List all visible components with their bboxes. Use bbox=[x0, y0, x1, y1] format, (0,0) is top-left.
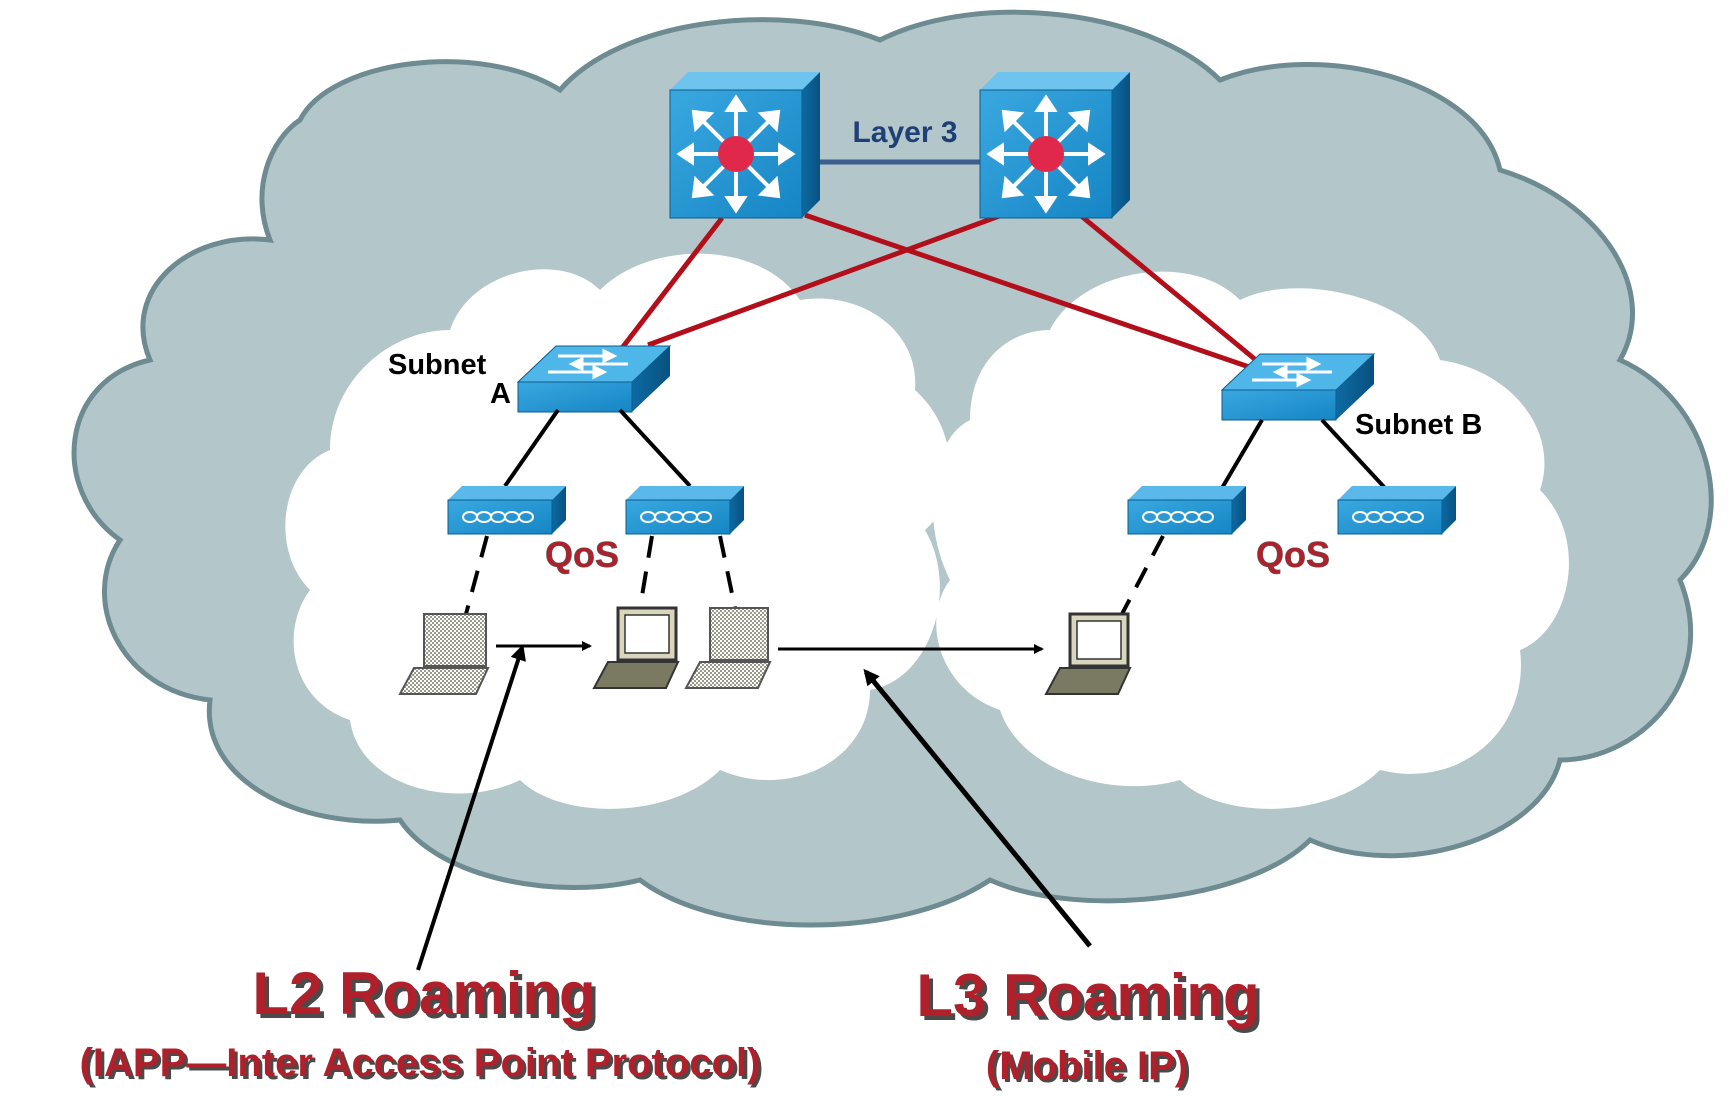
core-router-2[interactable] bbox=[979, 72, 1130, 219]
uplink-core2-subnet-b bbox=[1078, 213, 1270, 372]
uplink-core1-subnet-a bbox=[620, 216, 724, 350]
subnet-a-label-line2: A bbox=[490, 378, 511, 410]
l2-roaming-title: L2 Roaming L2 Roaming bbox=[252, 960, 599, 1031]
laptop-icon[interactable] bbox=[1044, 612, 1132, 695]
l3-roaming-title: L3 Roaming L3 Roaming bbox=[916, 962, 1263, 1033]
access-point-2[interactable] bbox=[625, 486, 744, 535]
svg-text:(IAPP—Inter Access Point Proto: (IAPP—Inter Access Point Protocol) bbox=[80, 1041, 761, 1085]
access-switch-subnet-b[interactable] bbox=[1220, 353, 1376, 421]
wireless-associations bbox=[464, 535, 1165, 615]
access-point-icon bbox=[1352, 511, 1424, 523]
laptop-ghost-start bbox=[398, 613, 490, 695]
access-switch-subnet-a[interactable] bbox=[516, 345, 672, 413]
l3-roaming-subtitle: (Mobile IP) (Mobile IP) bbox=[986, 1044, 1191, 1091]
uplink-core1-subnet-b bbox=[804, 212, 1259, 373]
access-point-4[interactable] bbox=[1337, 486, 1456, 535]
access-point-icon bbox=[462, 511, 534, 523]
svg-text:L3 Roaming: L3 Roaming bbox=[920, 966, 1263, 1033]
svg-text:(Mobile IP): (Mobile IP) bbox=[986, 1044, 1188, 1088]
subnet-b-label: Subnet B bbox=[1355, 409, 1482, 441]
qos-label-subnet-a: QoS bbox=[545, 534, 619, 575]
subnet-a-label-line1: Subnet bbox=[388, 349, 487, 381]
access-point-icon bbox=[1142, 511, 1214, 523]
svg-text:(IAPP—Inter Access Point Proto: (IAPP—Inter Access Point Protocol) bbox=[83, 1044, 764, 1088]
access-point-3[interactable] bbox=[1127, 486, 1246, 535]
access-point-icon bbox=[640, 511, 712, 523]
workgroup-switch-icon bbox=[1252, 356, 1332, 388]
uplink-core2-subnet-a bbox=[647, 212, 1003, 348]
laptop-icon[interactable] bbox=[592, 606, 680, 689]
svg-text:L2 Roaming: L2 Roaming bbox=[252, 960, 595, 1027]
core-router-1[interactable] bbox=[669, 72, 820, 219]
workgroup-switch-icon bbox=[548, 348, 628, 380]
l3-pointer-arrow bbox=[863, 668, 1092, 948]
layer3-label: Layer 3 bbox=[852, 116, 957, 149]
qos-label-subnet-b: QoS bbox=[1256, 534, 1330, 575]
l2-pointer-arrow bbox=[416, 644, 526, 971]
access-point-1[interactable] bbox=[447, 486, 566, 535]
svg-text:L3 Roaming: L3 Roaming bbox=[916, 962, 1259, 1029]
l2-roaming-subtitle: (IAPP—Inter Access Point Protocol) (IAPP… bbox=[80, 1041, 764, 1088]
uplinks bbox=[620, 212, 1270, 373]
ap-links bbox=[503, 408, 1387, 490]
svg-text:(Mobile IP): (Mobile IP) bbox=[989, 1047, 1191, 1091]
laptop-ghost-transit bbox=[684, 607, 772, 689]
svg-text:L2 Roaming: L2 Roaming bbox=[256, 964, 599, 1031]
